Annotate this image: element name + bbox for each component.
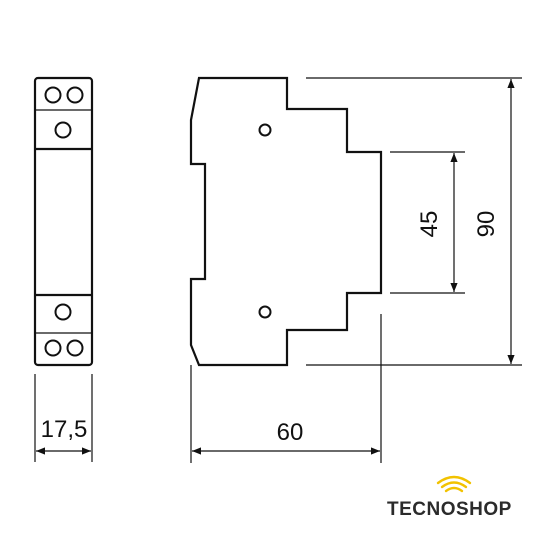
- side-width-dimension: 60: [190, 314, 382, 463]
- front-body: [33, 76, 94, 367]
- side-view: [189, 76, 383, 367]
- terminal-screw-icon: [54, 121, 72, 139]
- wifi-signal-icon: [436, 475, 472, 493]
- front-view: [33, 76, 94, 367]
- terminal-screw-icon: [44, 339, 62, 357]
- brand-logo: TECNOSHOP: [387, 475, 512, 520]
- logo-text: TECNOSHOP: [387, 499, 512, 520]
- terminal-screw-icon: [54, 303, 72, 321]
- terminal-screw-icon: [66, 339, 84, 357]
- front-width-label: 17,5: [41, 416, 88, 443]
- mounting-hole-icon: [258, 305, 272, 319]
- total-height-dimension: 90: [306, 77, 522, 366]
- front-height-dimension: 45: [390, 151, 465, 294]
- front-width-dimension: 17,5: [34, 374, 93, 462]
- total-height-label: 90: [473, 211, 500, 238]
- front-height-label: 45: [416, 211, 443, 238]
- terminal-screw-icon: [66, 86, 84, 104]
- terminal-screw-icon: [44, 86, 62, 104]
- side-width-label: 60: [277, 419, 304, 446]
- mounting-hole-icon: [258, 123, 272, 137]
- side-profile: [189, 76, 383, 367]
